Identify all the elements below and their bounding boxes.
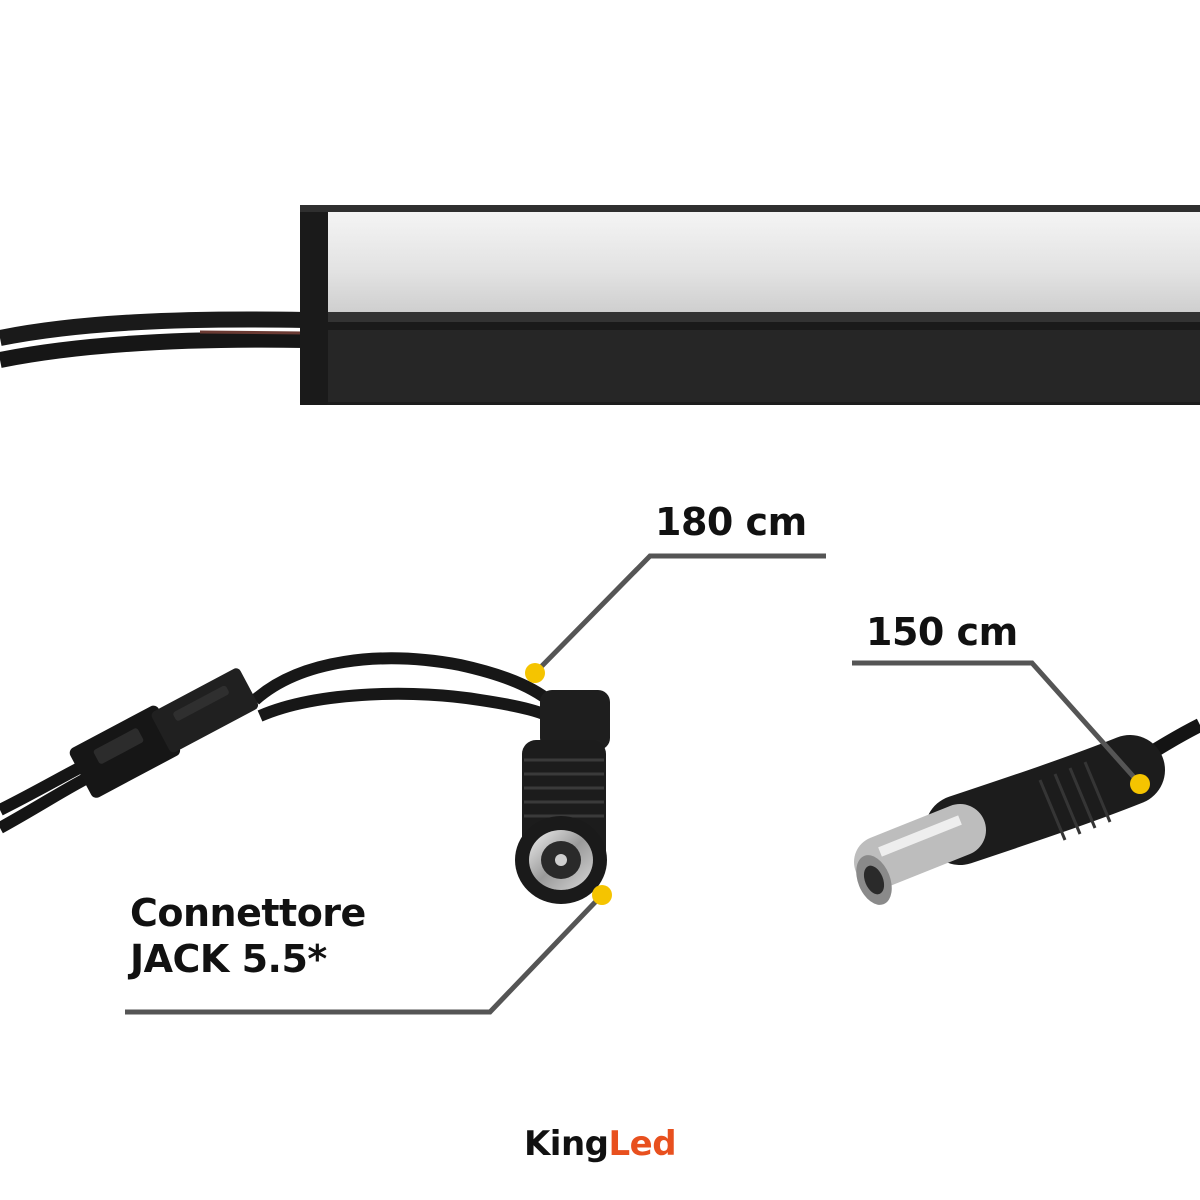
brand-logo-part1: King — [523, 1124, 609, 1164]
leader-line-connector — [125, 893, 604, 1015]
profile-cable — [0, 311, 306, 368]
connector-label-line1: Connettore — [130, 891, 366, 935]
jst-connector — [69, 668, 259, 798]
male-dc-plug — [854, 718, 1200, 905]
female-dc-jack — [515, 690, 610, 904]
leader-line-150 — [852, 660, 1142, 786]
marker-dot-connector — [592, 885, 612, 905]
leader-line-180 — [533, 553, 826, 675]
length-label-150: 150 cm — [866, 610, 1018, 654]
female-jack-cable — [0, 652, 565, 834]
led-profile-bar — [300, 205, 1200, 405]
connector-label-line2: JACK 5.5* — [130, 937, 327, 981]
marker-dot-150 — [1130, 774, 1150, 794]
length-label-180: 180 cm — [655, 500, 807, 544]
brand-logo: KingLed — [0, 1124, 1200, 1164]
connector-label: Connettore JACK 5.5* — [130, 890, 366, 982]
marker-dot-180 — [525, 663, 545, 683]
brand-logo-part2: Led — [608, 1124, 677, 1164]
